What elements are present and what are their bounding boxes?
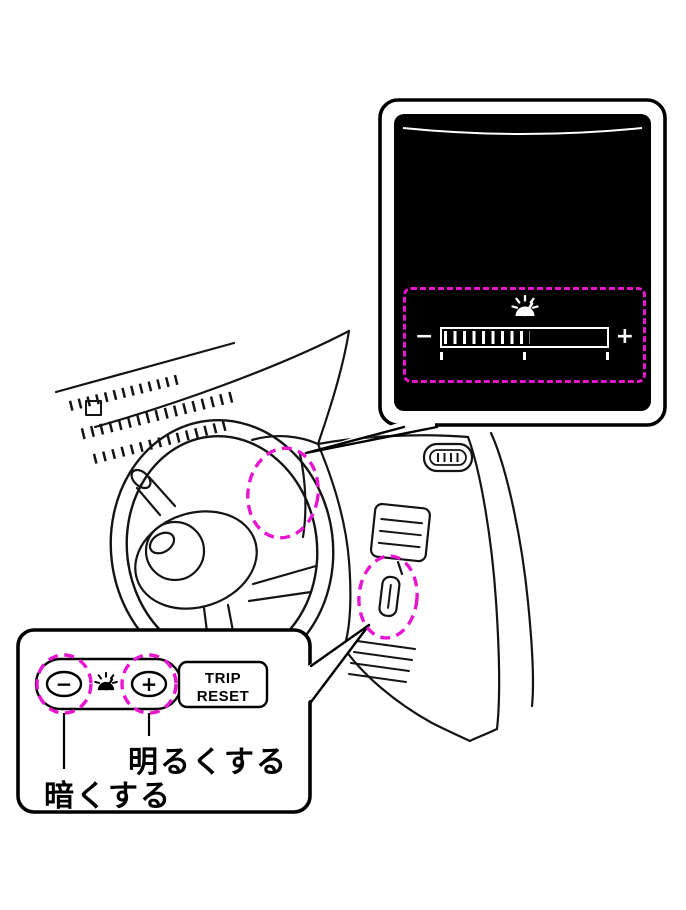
side-vent-inner xyxy=(429,449,467,466)
screen-bezel-arc xyxy=(402,127,643,135)
brightness-level-fill xyxy=(444,330,530,344)
center-vent-slats xyxy=(377,517,424,549)
tick-max xyxy=(605,351,609,360)
defroster-hatch xyxy=(68,374,182,411)
stalk-line xyxy=(135,486,162,517)
label-darken: 暗くする xyxy=(44,780,172,813)
wheel-hub xyxy=(134,510,258,610)
brightness-plus-symbol: + xyxy=(615,324,634,349)
display-callout xyxy=(304,98,667,455)
tick-min xyxy=(440,351,444,360)
wheel-hub-detail xyxy=(144,520,206,582)
panel-brightness-icon xyxy=(510,294,540,318)
trip-knob-slot xyxy=(387,584,392,609)
highlight-plus-ellipse xyxy=(120,653,178,715)
switch-minus-label: − xyxy=(56,672,73,696)
switch-panel xyxy=(34,657,269,711)
label-brighten: 明るくする xyxy=(128,746,288,779)
highlight-minus-ellipse xyxy=(35,653,93,715)
tick-mid xyxy=(523,351,526,360)
switch-plus-label: + xyxy=(141,672,158,696)
pillar-bottom-join xyxy=(468,727,499,743)
stalk-tip xyxy=(130,468,152,490)
vent-tab xyxy=(396,560,404,576)
switch-callout-tail-edges xyxy=(309,623,371,704)
display-callout-tail-edges xyxy=(304,425,439,455)
trip-label-line2: RESET xyxy=(197,688,250,705)
brightness-adjust-highlight: − + xyxy=(403,287,646,383)
brightness-bar-outline xyxy=(440,326,609,348)
defroster-hatch xyxy=(80,390,238,440)
highlight-cluster-ellipse xyxy=(246,446,320,540)
center-vent xyxy=(369,502,431,563)
highlight-knob-ellipse xyxy=(357,554,419,640)
wheel-spoke xyxy=(247,590,313,603)
stalk-line xyxy=(147,475,177,508)
sensor-box xyxy=(85,400,102,416)
highlight-ellipses xyxy=(35,446,419,715)
pillar-left-line xyxy=(316,329,351,446)
a-pillar-front xyxy=(466,435,501,731)
dash-lower-edge xyxy=(342,646,472,743)
a-pillar-rear xyxy=(489,431,535,708)
trip-reset-button xyxy=(177,660,269,709)
trip-knob xyxy=(378,575,401,618)
wheel-spoke xyxy=(251,564,318,586)
windshield-line xyxy=(54,341,236,394)
brightness-slider: − + xyxy=(406,324,643,360)
brightness-minus-symbol: − xyxy=(415,324,434,349)
cluster-hood xyxy=(250,435,320,446)
defroster-hatch xyxy=(92,419,234,464)
trip-label-line1: TRIP xyxy=(205,670,241,687)
cowl-line xyxy=(93,329,351,429)
center-stack-edge xyxy=(316,442,352,650)
wheel-hub-detail xyxy=(148,531,176,555)
console-louvers xyxy=(348,640,416,683)
minus-button xyxy=(45,670,83,698)
dashboard-line-art xyxy=(54,329,535,743)
brightness-level-bar xyxy=(440,326,609,360)
plus-button xyxy=(130,670,168,698)
